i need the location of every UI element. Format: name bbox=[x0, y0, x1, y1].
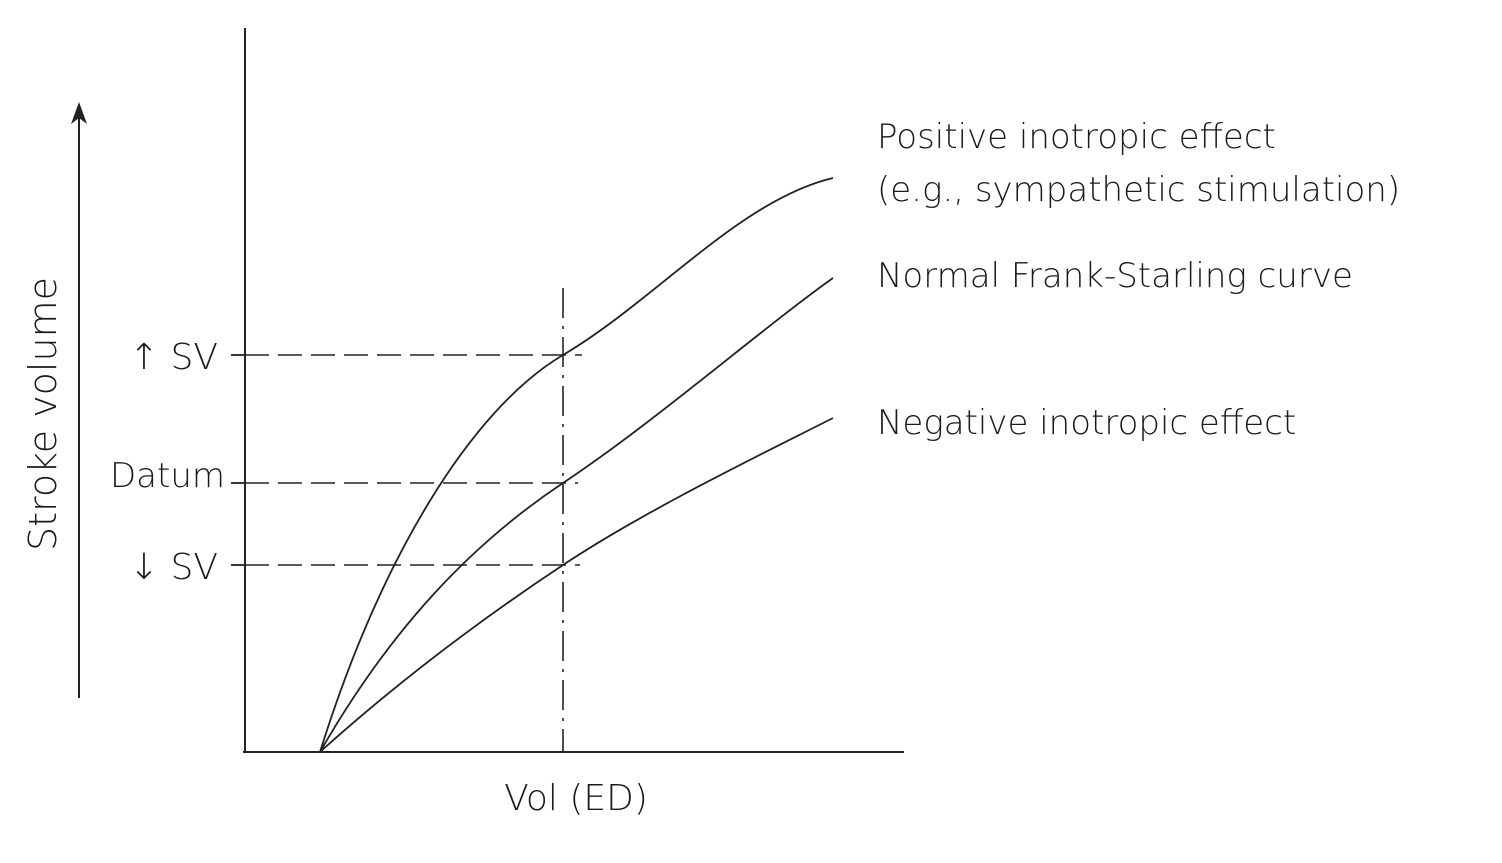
x-axis-label: Vol (ED) bbox=[504, 778, 648, 819]
label-decreased-sv: ↓ SV bbox=[129, 547, 218, 588]
label-positive-inotropic-example: (e.g., sympathetic stimulation) bbox=[877, 170, 1400, 210]
curve-negative-inotropic bbox=[319, 417, 834, 753]
curve-positive-inotropic bbox=[319, 177, 834, 753]
label-negative-inotropic: Negative inotropic effect bbox=[877, 403, 1296, 443]
label-datum: Datum bbox=[110, 456, 225, 496]
label-increased-sv: ↑ SV bbox=[129, 337, 218, 378]
label-normal-frank-starling: Normal Frank-Starling curve bbox=[877, 256, 1353, 296]
curve-normal-frank-starling bbox=[319, 277, 834, 753]
label-positive-inotropic: Positive inotropic effect bbox=[877, 117, 1276, 157]
y-direction-arrow bbox=[71, 102, 87, 698]
y-axis-label: Stroke volume bbox=[21, 277, 65, 551]
